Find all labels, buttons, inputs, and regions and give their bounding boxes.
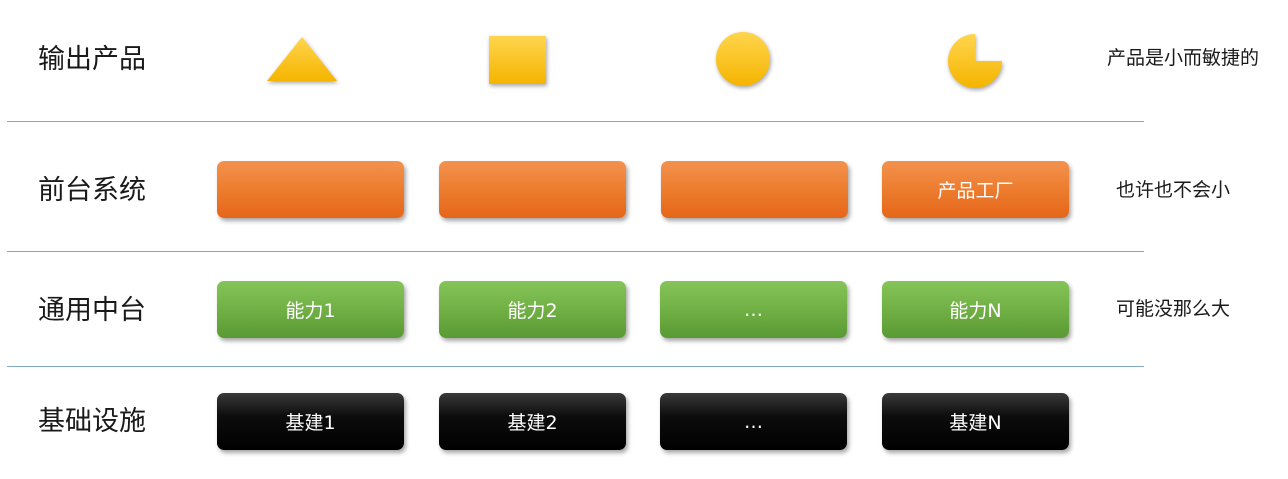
infra-box: 基建2 (439, 393, 626, 450)
pie-icon (948, 34, 1002, 88)
divider-line (7, 366, 1144, 367)
capability-box: 能力1 (217, 281, 404, 338)
note-middle: 可能没那么大 (1116, 298, 1231, 320)
divider-line (7, 251, 1144, 252)
capability-box-ellipsis: … (660, 281, 847, 338)
note-frontend: 也许也不会小 (1116, 179, 1231, 201)
circle-icon (716, 32, 770, 86)
row-label-output-products: 输出产品 (38, 44, 146, 75)
frontend-box (217, 161, 404, 218)
frontend-box (439, 161, 626, 218)
capability-box: 能力N (882, 281, 1069, 338)
note-products: 产品是小而敏捷的 (1107, 47, 1260, 69)
infra-box: 基建1 (217, 393, 404, 450)
infra-box-ellipsis: … (660, 393, 847, 450)
row-label-frontend-systems: 前台系统 (38, 175, 146, 206)
frontend-box (661, 161, 848, 218)
row-label-common-middle-platform: 通用中台 (38, 295, 146, 326)
square-icon (489, 36, 546, 84)
frontend-box-product-factory: 产品工厂 (882, 161, 1069, 218)
capability-box: 能力2 (439, 281, 626, 338)
divider-line (7, 121, 1144, 122)
row-label-infrastructure: 基础设施 (38, 406, 146, 437)
triangle-icon (267, 37, 337, 81)
infra-box: 基建N (882, 393, 1069, 450)
